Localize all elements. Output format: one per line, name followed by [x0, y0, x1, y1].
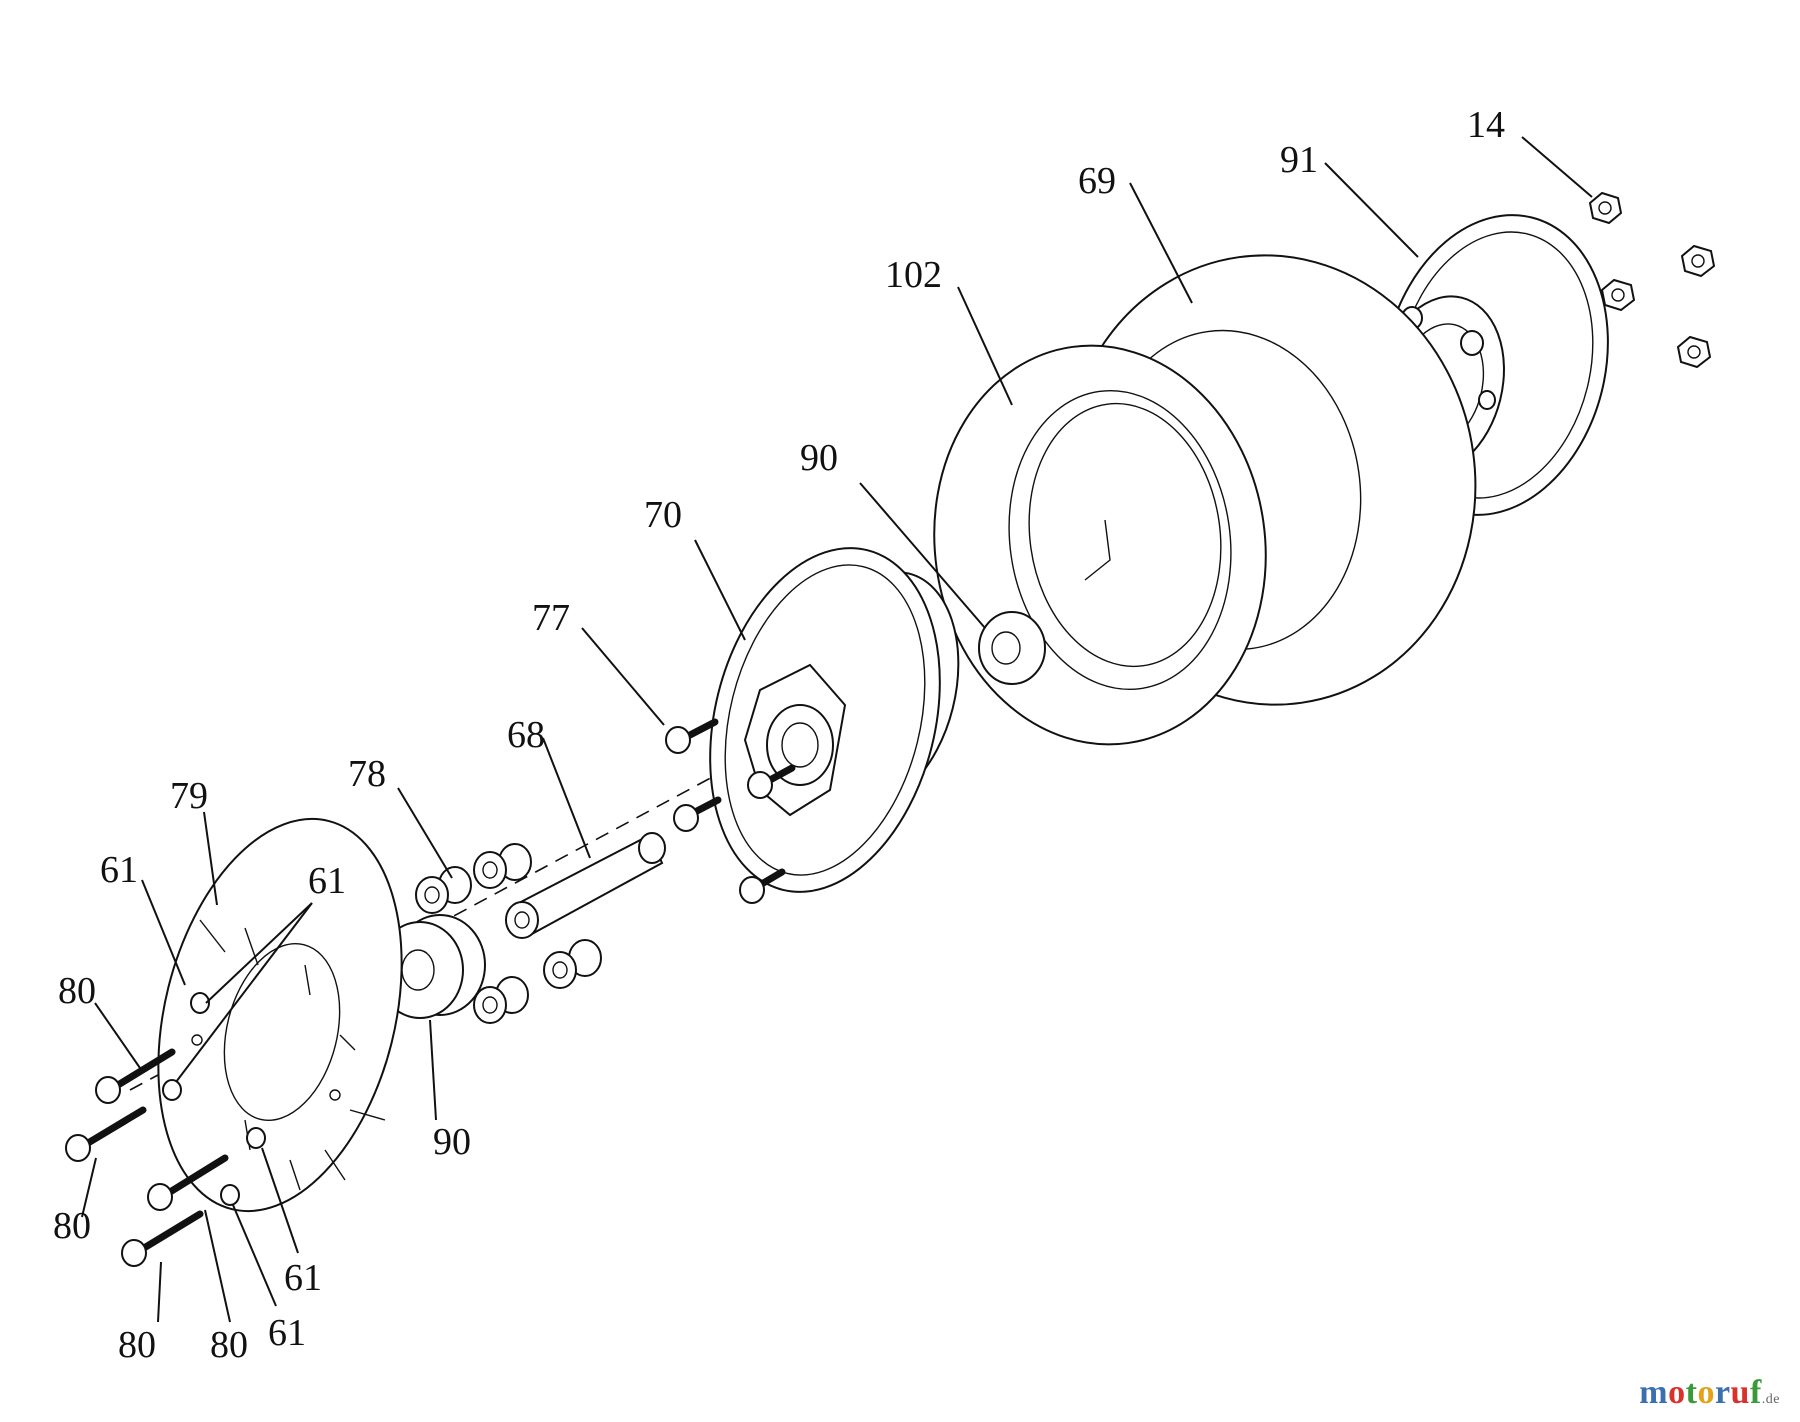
callout-61-b: 61 [308, 860, 346, 902]
watermark-letter: f [1749, 1374, 1762, 1411]
spacer-bushing-top [978, 611, 1046, 685]
callout-14: 14 [1467, 104, 1505, 146]
callout-80-c: 80 [118, 1324, 156, 1366]
rim-half-front [709, 547, 960, 893]
callout-79: 79 [170, 775, 208, 817]
washers [162, 992, 266, 1206]
watermark-letter: r [1714, 1374, 1731, 1411]
watermark-letter: t [1685, 1374, 1698, 1411]
axle-shaft [505, 832, 666, 939]
watermark-letter: u [1730, 1374, 1750, 1411]
callout-61-a: 61 [100, 849, 138, 891]
brake-disc [157, 817, 403, 1213]
watermark-letter: o [1697, 1374, 1715, 1411]
callout-70: 70 [644, 494, 682, 536]
callout-90-bottom: 90 [433, 1121, 471, 1163]
callout-labels: 14 91 69 102 90 70 77 68 78 79 61 61 80 … [53, 104, 1505, 1366]
callout-61-d: 61 [268, 1312, 306, 1354]
leader-lines [81, 136, 1593, 1323]
callout-78: 78 [348, 753, 386, 795]
disc-bolts [65, 1048, 229, 1267]
callout-80-a: 80 [58, 970, 96, 1012]
callout-102: 102 [885, 254, 942, 296]
watermark-letter: m [1639, 1374, 1669, 1411]
callout-91: 91 [1280, 139, 1318, 181]
watermark-logo: motoruf.de [1639, 1374, 1780, 1412]
callout-69: 69 [1078, 160, 1116, 202]
callout-80-b: 80 [53, 1205, 91, 1247]
watermark-tld: .de [1761, 1392, 1780, 1407]
short-bushings [415, 843, 602, 1024]
callout-68: 68 [507, 714, 545, 756]
lock-nuts [1588, 191, 1716, 369]
callout-80-d: 80 [210, 1324, 248, 1366]
callout-61-c: 61 [284, 1257, 322, 1299]
flange-bolts [665, 718, 796, 904]
callout-90-top: 90 [800, 437, 838, 479]
callout-77: 77 [532, 597, 570, 639]
watermark-letter: o [1668, 1374, 1686, 1411]
